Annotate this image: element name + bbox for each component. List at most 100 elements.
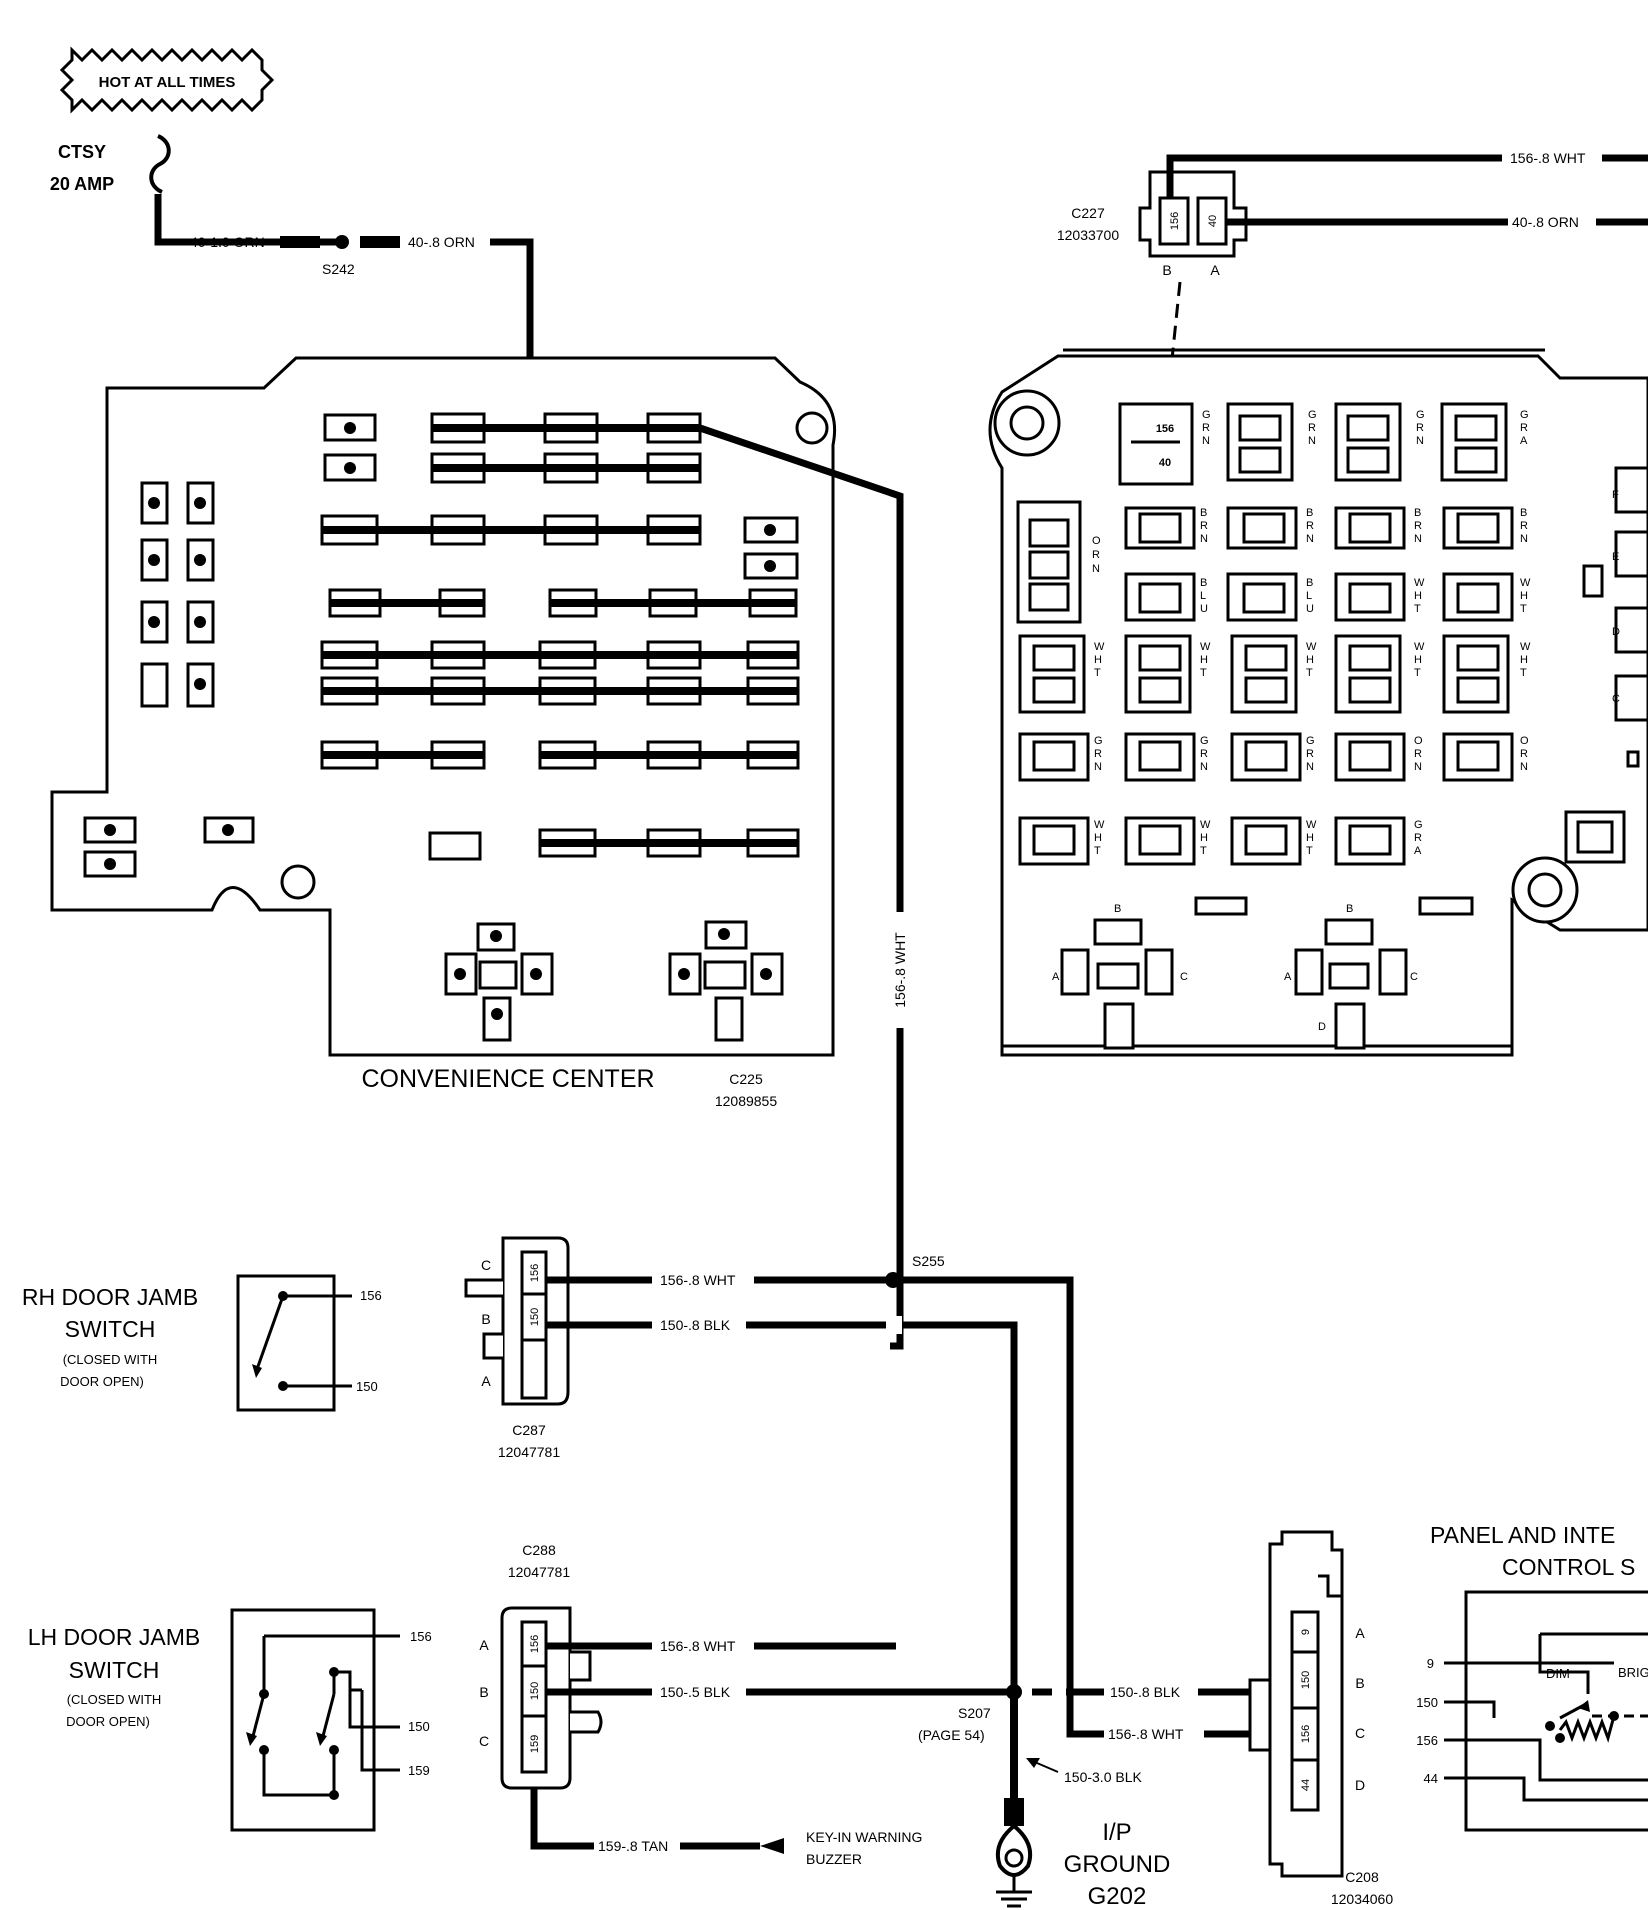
c287-letter-b: B	[481, 1311, 490, 1327]
wire-label-c288-156: 156-.8 WHT	[660, 1638, 736, 1654]
relay1-letter-b: B	[1114, 903, 1121, 915]
panel-switch	[1444, 1590, 1648, 1832]
rh-switch-note-1: (CLOSED WITH	[63, 1352, 158, 1367]
c208-pin-150: 150	[1300, 1671, 1312, 1689]
buzzer-label-1: KEY-IN WARNING	[806, 1829, 922, 1845]
lh-switch-terminal-150: 150	[408, 1719, 430, 1734]
c208-pin-156: 156	[1300, 1725, 1312, 1743]
wire-c288-159-tan	[530, 1788, 760, 1850]
fuse-block-side-c: C	[1612, 693, 1620, 705]
rh-door-jamb-switch	[236, 1274, 352, 1412]
buzzer-label-2: BUZZER	[806, 1851, 862, 1867]
lh-switch-terminal-159: 159	[408, 1763, 430, 1778]
wire-label-c288-150: 150-.5 BLK	[660, 1684, 731, 1700]
c208-name: C208	[1345, 1869, 1379, 1885]
wire-ctsy-to-s242	[154, 194, 340, 246]
panel-switch-pin-150: 150	[1416, 1695, 1438, 1710]
c227-pin-40: 40	[1207, 215, 1219, 227]
c288-connector: 156 150 159	[500, 1606, 603, 1790]
rh-switch-terminal-150: 150	[356, 1379, 378, 1394]
splice-s242-label: S242	[322, 261, 355, 277]
c287-part: 12047781	[498, 1444, 561, 1460]
c227-pin-156: 156	[1169, 212, 1181, 230]
relay2-letter-b: B	[1346, 903, 1353, 915]
c288-letter-c: C	[479, 1733, 489, 1749]
c225-part: 12089855	[715, 1093, 778, 1109]
c288-letter-b: B	[479, 1684, 488, 1700]
splice-s207-label: S207	[958, 1705, 991, 1721]
hot-at-all-times-burst: HOT AT ALL TIMES	[59, 46, 275, 114]
hot-at-all-times-label: HOT AT ALL TIMES	[99, 74, 236, 91]
c287-letter-c: C	[481, 1257, 491, 1273]
fuse-rating: 20 AMP	[50, 174, 114, 194]
fuse-symbol	[149, 134, 171, 194]
convenience-center-label: CONVENIENCE CENTER	[361, 1065, 654, 1093]
wire-c287-150-blk	[546, 1321, 1018, 1848]
c208-pin-9: 9	[1300, 1629, 1312, 1635]
lh-switch-subtitle: SWITCH	[69, 1657, 160, 1683]
wire-label-40-8-orn: 40-.8 ORN	[408, 234, 475, 250]
wire-label-156-wht-vertical: 156-.8 WHT	[892, 932, 908, 1008]
ground-g202-symbol	[995, 1798, 1033, 1908]
splice-s207-ref: (PAGE 54)	[918, 1727, 985, 1743]
wire-label-c287-150: 150-.8 BLK	[660, 1317, 731, 1333]
wire-c287-156-wht	[546, 1276, 1200, 1738]
c227-name: C227	[1071, 205, 1105, 221]
relay2-letter-d: D	[1318, 1021, 1326, 1033]
rh-switch-terminal-156: 156	[360, 1288, 382, 1303]
fuse-block-cavities	[1016, 402, 1648, 1050]
c225-name: C225	[729, 1071, 763, 1087]
splice-s255	[885, 1272, 901, 1288]
wire-label-c208-150: 150-.8 BLK	[1110, 1684, 1181, 1700]
c287-pin-156: 156	[529, 1264, 541, 1282]
panel-switch-bright: BRIG	[1618, 1665, 1648, 1680]
wire-label-150-3.0-blk: 150-3.0 BLK	[1064, 1769, 1142, 1785]
wire-label-159-tan: 159-.8 TAN	[598, 1838, 668, 1854]
ground-label-3: G202	[1088, 1883, 1147, 1910]
c288-part: 12047781	[508, 1564, 571, 1580]
splice-s242	[335, 235, 349, 249]
c288-pin-150: 150	[529, 1682, 541, 1700]
panel-switch-pin-9: 9	[1427, 1656, 1434, 1671]
fuse-block-side-e: E	[1612, 551, 1619, 563]
rh-switch-title: RH DOOR JAMB	[22, 1284, 198, 1310]
wire-label-c208-156: 156-.8 WHT	[1108, 1726, 1184, 1742]
c287-name: C287	[512, 1422, 546, 1438]
c288-letter-a: A	[479, 1637, 489, 1653]
relay1-letter-c: C	[1180, 971, 1188, 983]
ground-label-2: GROUND	[1064, 1851, 1171, 1878]
fuse-block-cavity-156: 156	[1156, 423, 1174, 435]
convenience-center-mini-fuses	[83, 413, 799, 1042]
wire-label-c287-156: 156-.8 WHT	[660, 1272, 736, 1288]
lh-switch-terminal-156: 156	[410, 1629, 432, 1644]
lh-door-jamb-switch	[230, 1608, 400, 1832]
wire-156-wht-top	[1166, 154, 1648, 198]
c208-connector: 9 150 156 44	[1248, 1530, 1344, 1878]
wire-label-40-1.0-orn: 40-1.0 ORN	[190, 234, 265, 250]
c288-name: C288	[522, 1542, 556, 1558]
c208-letter-b: B	[1355, 1675, 1364, 1691]
ground-label-1: I/P	[1102, 1819, 1131, 1846]
panel-switch-dim: DIM	[1546, 1666, 1570, 1681]
c208-part: 12034060	[1331, 1891, 1394, 1907]
panel-switch-pin-44: 44	[1424, 1771, 1438, 1786]
